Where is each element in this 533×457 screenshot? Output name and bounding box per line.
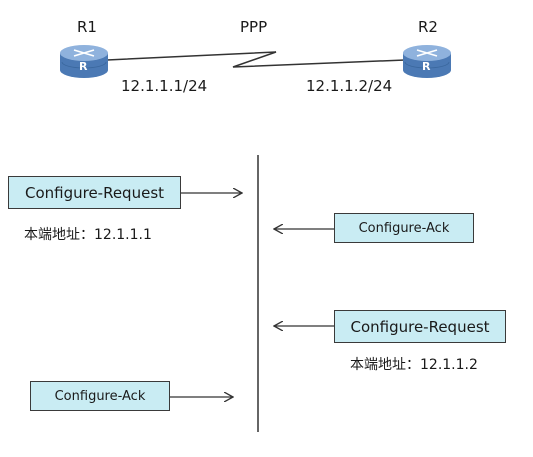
router-r1-letter: R [79, 60, 88, 73]
router-r2-label: R2 [418, 18, 438, 36]
router-r1-label: R1 [77, 18, 97, 36]
left-configure-ack-box: Configure-Ack [30, 381, 170, 411]
right-configure-request-box: Configure-Request [334, 310, 506, 343]
router-r2-ip: 12.1.1.2/24 [306, 77, 393, 95]
router-r1-icon [60, 45, 108, 78]
router-r2-letter: R [422, 60, 431, 73]
left-configure-request-box: Configure-Request [8, 176, 181, 209]
right-local-address: 本端地址：12.1.1.2 [350, 357, 478, 373]
router-r2-icon [403, 45, 451, 78]
left-local-address: 本端地址：12.1.1.1 [24, 227, 152, 243]
router-r1-ip: 12.1.1.1/24 [121, 77, 208, 95]
ppp-link-line [106, 51, 406, 68]
right-configure-ack-box: Configure-Ack [334, 213, 474, 243]
ppp-link-label: PPP [240, 18, 268, 36]
